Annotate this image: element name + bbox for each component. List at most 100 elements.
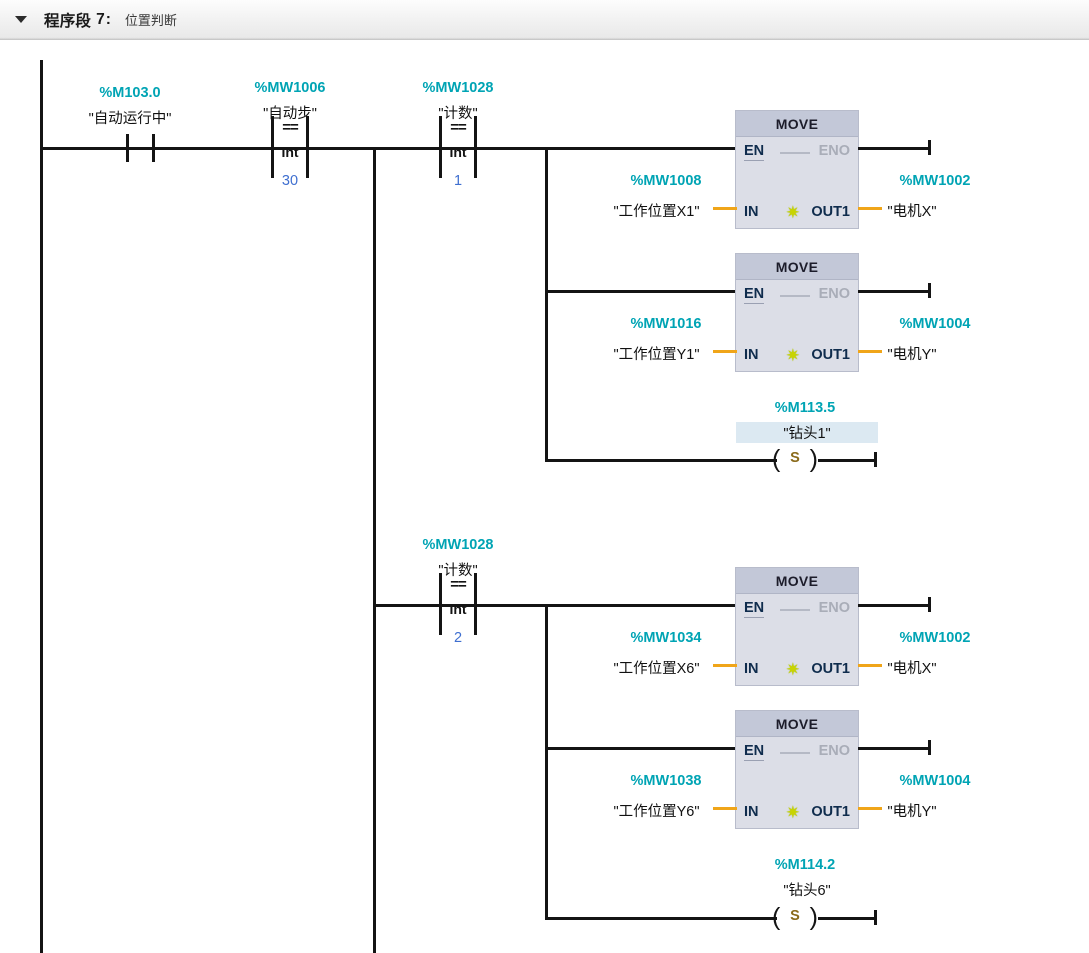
main-rung-wire xyxy=(40,147,750,150)
branch1-coil-left-wire xyxy=(545,459,777,462)
branch2-move1-in-symbol[interactable]: "工作位置X6" xyxy=(613,661,700,677)
coil-paren-right: ) xyxy=(809,445,818,473)
compare-bar-right xyxy=(474,573,477,635)
move-eno-label: ENO xyxy=(818,743,850,759)
branch2-move2-out-symbol[interactable]: "电机Y" xyxy=(887,804,937,820)
compare-bar-right xyxy=(474,116,477,178)
coil-paren-right: ) xyxy=(809,903,818,931)
branch1-compare-address: %MW1028 xyxy=(422,80,494,96)
branch1-move1-out-wire xyxy=(858,207,882,210)
branch2-move2-in-symbol[interactable]: "工作位置Y6" xyxy=(613,804,700,820)
branch1-coil-address: %M113.5 xyxy=(774,400,836,416)
branch2-move1-eno-wire xyxy=(858,604,930,607)
move-eno-connector xyxy=(780,295,810,297)
branch1-coil-right-wire xyxy=(818,459,876,462)
star-icon: ✷ xyxy=(785,803,800,822)
compare-operator: == xyxy=(450,576,467,593)
branch2-set-coil[interactable]: ( S ) xyxy=(772,904,818,932)
move-eno-label: ENO xyxy=(818,286,850,302)
branch2-move1-out-symbol[interactable]: "电机X" xyxy=(887,661,937,677)
branch1-move2-out-address: %MW1004 xyxy=(899,316,971,332)
move-out-label: OUT1 xyxy=(811,661,850,677)
branch1-move1-eno-wire xyxy=(858,147,930,150)
branch2-coil-right-wire xyxy=(818,917,876,920)
branch2-move1-block[interactable]: MOVE EN ENO IN ✷ OUT1 xyxy=(735,567,859,686)
contact-address: %M103.0 xyxy=(99,85,161,101)
branch2-coil-symbol[interactable]: "钻头6" xyxy=(783,883,831,899)
branch1-compare-operand[interactable]: 1 xyxy=(453,173,463,189)
branch1-move1-en-wire xyxy=(545,147,737,150)
network-comment[interactable]: 位置判断 xyxy=(124,13,177,28)
branch2-compare-operand[interactable]: 2 xyxy=(453,630,463,646)
branch1-move2-in-symbol[interactable]: "工作位置Y1" xyxy=(613,347,700,363)
contact-bar-right xyxy=(152,134,155,162)
network-title: 程序段 xyxy=(44,12,92,30)
branch1-move2-out-symbol[interactable]: "电机Y" xyxy=(887,347,937,363)
branch1-move2-en-wire xyxy=(545,290,737,293)
contact-bar-left xyxy=(126,134,129,162)
move-eno-label: ENO xyxy=(818,600,850,616)
branch2-move2-in-address: %MW1038 xyxy=(630,773,702,789)
branch1-output-trunk-wire xyxy=(545,147,548,462)
branch2-move1-en-wire xyxy=(545,604,737,607)
branch1-coil-end-terminator xyxy=(874,452,877,467)
branch1-move1-out-symbol[interactable]: "电机X" xyxy=(887,204,937,220)
coil-paren-left: ( xyxy=(772,903,781,931)
branch1-coil-symbol[interactable]: "钻头1" xyxy=(736,422,878,443)
branch1-move2-in-wire xyxy=(713,350,737,353)
move-title: MOVE xyxy=(736,111,858,137)
move-title: MOVE xyxy=(736,711,858,737)
compare-bar-left xyxy=(439,573,442,635)
compare-auto-step-address: %MW1006 xyxy=(254,80,326,96)
move-title: MOVE xyxy=(736,254,858,280)
branch2-coil-end-terminator xyxy=(874,910,877,925)
branch2-move2-in-wire xyxy=(713,807,737,810)
branch2-coil-address: %M114.2 xyxy=(774,857,836,873)
power-rail xyxy=(40,60,43,953)
move-eno-connector xyxy=(780,609,810,611)
star-icon: ✷ xyxy=(785,346,800,365)
collapse-arrow-icon[interactable] xyxy=(8,16,34,23)
move-in-label: IN xyxy=(744,661,759,677)
branch2-move1-in-wire xyxy=(713,664,737,667)
star-icon: ✷ xyxy=(785,203,800,222)
compare-auto-step-operand[interactable]: 30 xyxy=(281,173,299,189)
branch1-move2-in-address: %MW1016 xyxy=(630,316,702,332)
move-in-label: IN xyxy=(744,204,759,220)
branch1-move2-end-terminator xyxy=(928,283,931,298)
move-eno-label: ENO xyxy=(818,143,850,159)
branch1-move2-out-wire xyxy=(858,350,882,353)
normally-open-contact[interactable] xyxy=(126,134,155,162)
branch1-move2-eno-wire xyxy=(858,290,930,293)
branch2-move1-end-terminator xyxy=(928,597,931,612)
move-out-label: OUT1 xyxy=(811,347,850,363)
compare-operator: == xyxy=(450,119,467,136)
branch2-move2-en-wire xyxy=(545,747,737,750)
ladder-canvas: %M103.0 "自动运行中" %MW1006 "自动步" == Int 30 … xyxy=(0,40,1089,953)
branch2-move2-eno-wire xyxy=(858,747,930,750)
move-eno-connector xyxy=(780,752,810,754)
branch-trunk-wire xyxy=(373,147,376,953)
branch1-move1-block[interactable]: MOVE EN ENO IN ✷ OUT1 xyxy=(735,110,859,229)
branch2-move2-block[interactable]: MOVE EN ENO IN ✷ OUT1 xyxy=(735,710,859,829)
compare-auto-step-symbol: "自动步" xyxy=(263,106,317,122)
branch2-compare-symbol: "计数" xyxy=(438,563,478,579)
branch1-compare-symbol: "计数" xyxy=(438,106,478,122)
move-eno-connector xyxy=(780,152,810,154)
branch1-move1-in-symbol[interactable]: "工作位置X1" xyxy=(613,204,700,220)
coil-letter: S xyxy=(790,908,800,924)
branch1-set-coil[interactable]: ( S ) xyxy=(772,446,818,474)
move-in-label: IN xyxy=(744,804,759,820)
compare-datatype: Int xyxy=(449,144,467,160)
move-title: MOVE xyxy=(736,568,858,594)
branch2-move1-out-wire xyxy=(858,664,882,667)
coil-letter: S xyxy=(790,450,800,466)
compare-bar-left xyxy=(439,116,442,178)
compare-datatype: Int xyxy=(449,601,467,617)
compare-bar-left xyxy=(271,116,274,178)
branch2-coil-left-wire xyxy=(545,917,777,920)
branch1-move2-block[interactable]: MOVE EN ENO IN ✷ OUT1 xyxy=(735,253,859,372)
branch2-output-trunk-wire xyxy=(545,604,548,920)
triangle-down-icon xyxy=(15,16,27,23)
branch1-move1-end-terminator xyxy=(928,140,931,155)
